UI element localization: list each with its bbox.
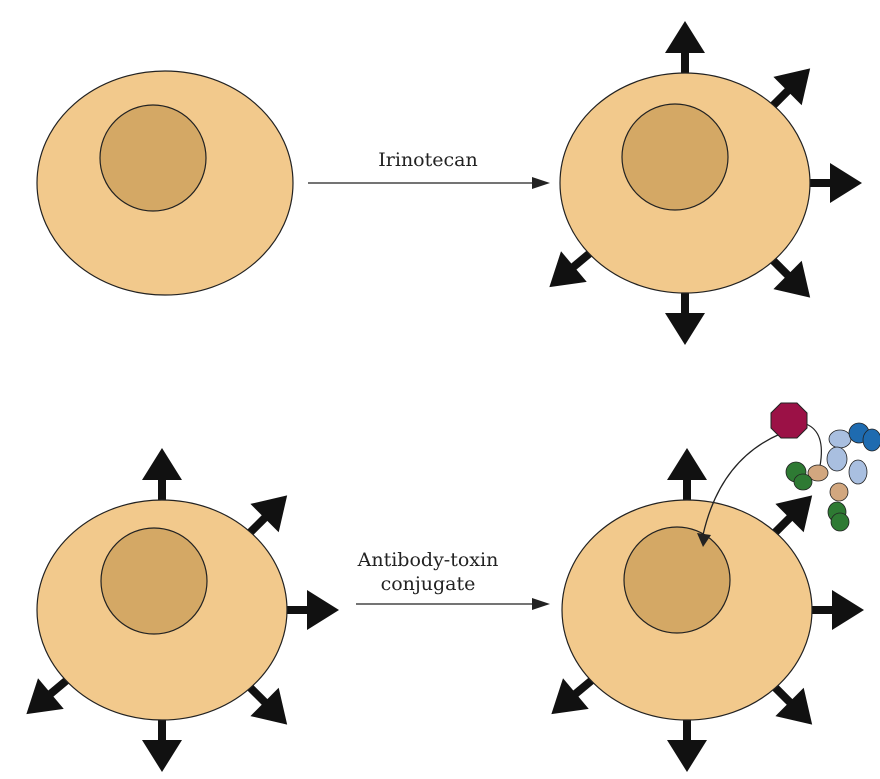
nucleus	[623, 526, 731, 634]
label-line: conjugate	[380, 573, 476, 595]
process-arrow-adc	[356, 598, 550, 610]
cell-untreated-top	[36, 70, 294, 296]
nucleus	[621, 103, 729, 211]
antibody-toxin-conjugate	[697, 402, 880, 547]
arrow-up-icon	[810, 590, 864, 630]
arrow-up-icon	[808, 163, 862, 203]
toxin-delivery-arrowhead	[697, 533, 711, 547]
step-label-irinotecan: Irinotecan	[318, 148, 538, 172]
label-line: Antibody-toxin	[357, 549, 499, 571]
arrow-up-icon	[142, 718, 182, 772]
process-arrow-irinotecan	[308, 177, 550, 189]
cell-signaling-bottom-left	[13, 448, 339, 772]
toxin-delivery-arrow	[702, 433, 781, 536]
cell-treated-top	[536, 21, 862, 345]
arrow-up-icon	[142, 448, 182, 502]
antibody-icon	[785, 422, 880, 532]
nucleus	[99, 104, 207, 212]
arrow-up-icon	[667, 448, 707, 502]
octagon-icon	[770, 402, 808, 439]
arrow-up-icon	[667, 718, 707, 772]
step-label-antibody-toxin: Antibody-toxin conjugate	[318, 548, 538, 596]
arrow-up-icon	[285, 590, 339, 630]
nucleus	[100, 527, 208, 635]
arrow-up-icon	[665, 21, 705, 75]
label-line: Irinotecan	[378, 149, 478, 171]
arrow-up-icon	[665, 291, 705, 345]
cell-adc-bottom-right	[538, 448, 864, 772]
toxin-linker	[805, 423, 822, 467]
